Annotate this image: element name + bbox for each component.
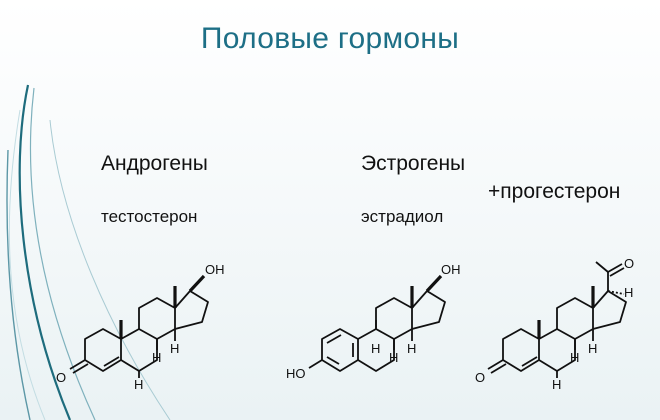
estradiol-h-label-1: H [389, 350, 398, 365]
heading-androgens: Андрогены [101, 152, 208, 175]
progesterone-o-ring-label: O [475, 370, 485, 385]
testosterone-h-label-1: H [152, 350, 161, 365]
progesterone-h-label-1: H [570, 350, 579, 365]
slide-title: Половые гормоны [200, 22, 460, 55]
progesterone-h-label-4: H [624, 285, 633, 300]
estradiol-oh-label: OH [441, 262, 461, 277]
estradiol-ho-label: HO [286, 366, 306, 381]
label-testosterone: тестостерон [101, 207, 198, 226]
testosterone-h-label-2: H [134, 377, 143, 392]
testosterone-h-label-3: H [170, 341, 179, 356]
progesterone-o-ketone-label: O [624, 256, 634, 271]
estradiol-h-label-3: H [407, 341, 416, 356]
testosterone-o-label: O [56, 370, 66, 385]
heading-estrogens: Эстрогены [361, 152, 466, 175]
estradiol-h-label-2: H [371, 341, 380, 356]
testosterone-oh-label: OH [205, 262, 225, 277]
heading-progesterone: +прогестерон [488, 180, 621, 203]
progesterone-h-label-3: H [588, 341, 597, 356]
label-estradiol: эстрадиол [361, 207, 444, 226]
progesterone-h-label-2: H [552, 377, 561, 392]
